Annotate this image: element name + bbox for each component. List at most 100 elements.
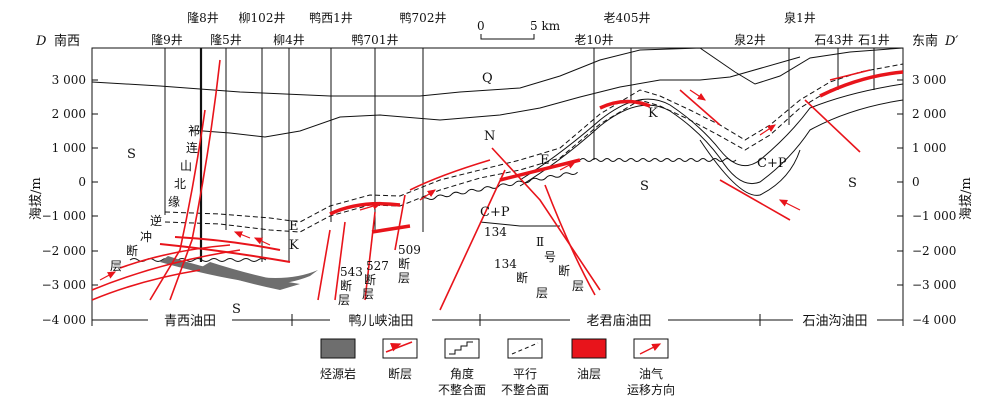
legend-label: 运移方向 [627,382,675,397]
angular-unconformity [419,171,578,201]
unit-cp: C+P [757,156,787,171]
fault-label: 连 [186,140,198,155]
tick-label: −1 000 [42,209,86,223]
tick-label: −4 000 [912,313,956,327]
unit-q: Q [482,71,493,86]
faults [91,59,871,311]
fault-label: 号 [544,250,556,264]
well-label: 老405井 [604,11,651,25]
fault-label: 祁 [188,123,200,138]
cp-lens [699,139,801,196]
parallel-unconformity [164,63,904,223]
well-label: 隆9井 [151,32,183,47]
oilfield-label: 老君庙油田 [586,314,651,329]
depth-axis [92,79,903,321]
fault-label: Ⅱ [536,235,544,249]
oilfield-label: 鸭儿峡油田 [348,314,413,329]
axis-title-right: 海拔/m [959,177,974,220]
unit-k: K [289,238,299,253]
section-end-left: D [35,34,47,49]
tick-label: 2 000 [52,107,86,121]
angular-unconformity [129,258,267,262]
fault-label: 层 [362,287,374,301]
tick-label: 2 000 [912,107,946,121]
fault-label: 层 [110,259,122,273]
tick-label: 0 [78,175,86,189]
legend-label: 不整合面 [501,382,549,397]
ground-surface [91,47,904,97]
fault-label: 断 [516,270,528,285]
legend [320,338,669,359]
fault-label: 断 [126,243,138,258]
tick-label: 0 [912,175,920,189]
unit-cp: C+P [480,205,510,220]
tick-label: 3 000 [912,73,946,87]
cp-line [479,221,560,227]
oilfield-label: 青西油田 [164,314,216,329]
tick-label: 3 000 [52,73,86,87]
fault-label: 509 [398,243,421,257]
fault-label: 134 [494,257,517,271]
unit-e: E [289,219,299,234]
fault-label: 层 [536,286,548,300]
fault-label: 断 [364,272,376,287]
angular-unconformity [579,158,737,162]
fault-label: 山 [180,159,192,173]
fault-label: 北 [174,177,186,191]
section-frame [91,47,904,321]
well-label: 鸭701井 [352,33,399,47]
legend-swatch-angular [444,338,480,359]
well-label: 鸭702井 [400,11,447,25]
legend-label: 断层 [388,366,412,381]
well-label: 隆5井 [210,32,242,47]
fault-label: 逆 [150,213,162,228]
q-base-line [189,56,801,138]
fault-label: 134 [484,225,507,239]
well-label: 石43井 [814,33,853,47]
legend-label: 不整合面 [438,382,486,397]
direction-right: 东南 [912,33,938,49]
tick-label: −2 000 [42,244,86,258]
unit-s: S [640,179,649,194]
source-rock [200,262,300,290]
legend-label: 角度 [450,366,474,381]
unit-e: E [540,153,550,168]
scale-five: 5 km [530,19,561,33]
fault-label: 层 [398,271,410,285]
unit-n: N [484,129,495,144]
fault-label: 断 [340,278,352,293]
scale-bar: 0 5 km [477,19,561,40]
direction-left: 南西 [54,33,80,49]
unit-s: S [848,176,857,191]
fault-label: 层 [338,293,350,307]
tick-label: −3 000 [912,278,956,292]
section-end-right: D′ [944,34,958,49]
fault-label: 断 [398,256,410,271]
legend-swatch-oil [571,338,607,359]
legend-label: 烃源岩 [320,366,356,381]
parallel-unconformity [164,71,904,233]
well-lines [164,48,875,262]
unit-s: S [127,147,136,162]
scale-zero: 0 [477,19,485,33]
well-label: 泉1井 [784,11,816,25]
axis-title-left: 海拔/m [29,177,44,220]
well-label: 隆8井 [187,10,219,25]
migration-arrows [99,89,801,281]
tick-label: 1 000 [912,141,946,155]
fault-label: 层 [572,279,584,293]
unit-k: K [648,106,658,121]
tick-label: 1 000 [52,141,86,155]
tick-label: −4 000 [42,313,86,327]
angular-unconformity-b [519,83,904,181]
well-label: 鸭西1井 [309,11,353,25]
well-label: 老10井 [574,33,613,47]
tick-label: −2 000 [912,244,956,258]
legend-swatch-source [320,338,356,359]
fault-label: 断 [558,263,570,278]
legend-label: 油层 [577,367,601,381]
unit-s: S [232,302,241,317]
well-label: 柳4井 [273,33,305,47]
fault-label: 527 [366,259,389,273]
